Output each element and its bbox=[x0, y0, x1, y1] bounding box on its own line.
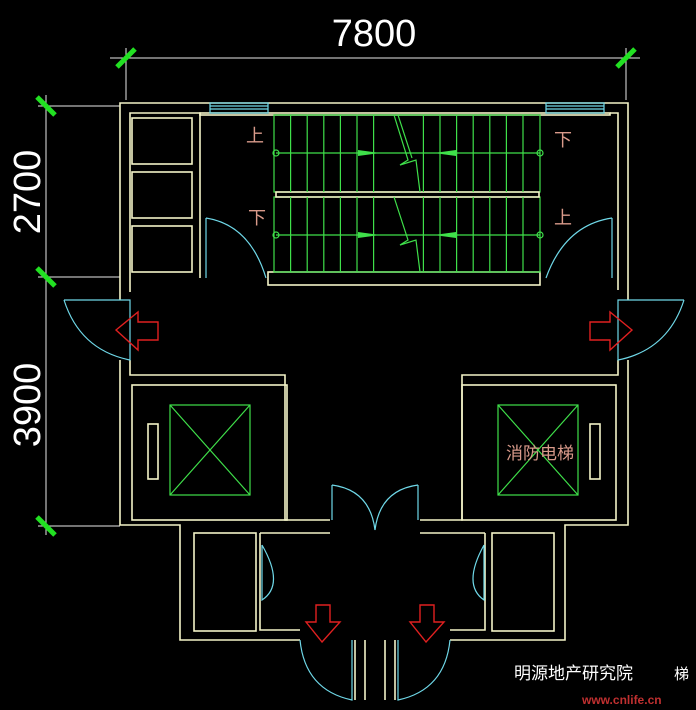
dimension-7800: 7800 bbox=[332, 13, 417, 55]
watermark-overlap-char: 梯 bbox=[674, 665, 689, 683]
evacuation-arrows bbox=[114, 310, 634, 644]
exit-arrow-down-icon bbox=[304, 604, 342, 644]
dimension-2700: 2700 bbox=[7, 150, 49, 235]
stair-flights bbox=[272, 114, 544, 273]
exit-arrow-right-icon bbox=[589, 310, 634, 352]
exit-arrow-down-icon bbox=[408, 604, 446, 644]
stair-arrow-icon bbox=[358, 150, 380, 156]
dimension-3900: 3900 bbox=[7, 363, 49, 448]
doors bbox=[63, 217, 685, 701]
fire-elevator-label: 消防电梯 bbox=[506, 444, 574, 464]
stair-label-up: 上 bbox=[246, 126, 264, 147]
dimension-top bbox=[110, 47, 640, 100]
stair-arrow-icon bbox=[358, 232, 380, 238]
stair-label-down: 下 bbox=[248, 208, 266, 229]
watermark-text: 明源地产研究院 bbox=[514, 664, 633, 684]
dimension-left bbox=[35, 95, 120, 537]
elevator-left bbox=[169, 404, 251, 496]
walls bbox=[119, 102, 629, 700]
elevator-right bbox=[497, 404, 579, 496]
watermark-url: www.cnlife.cn bbox=[581, 693, 662, 707]
stair-arrow-icon bbox=[434, 232, 456, 238]
stair-label-up: 上 bbox=[554, 208, 572, 229]
stair-label-down: 下 bbox=[554, 130, 572, 151]
stair-arrow-icon bbox=[434, 150, 456, 156]
exit-arrow-left-icon bbox=[114, 310, 159, 352]
windows bbox=[209, 102, 605, 114]
